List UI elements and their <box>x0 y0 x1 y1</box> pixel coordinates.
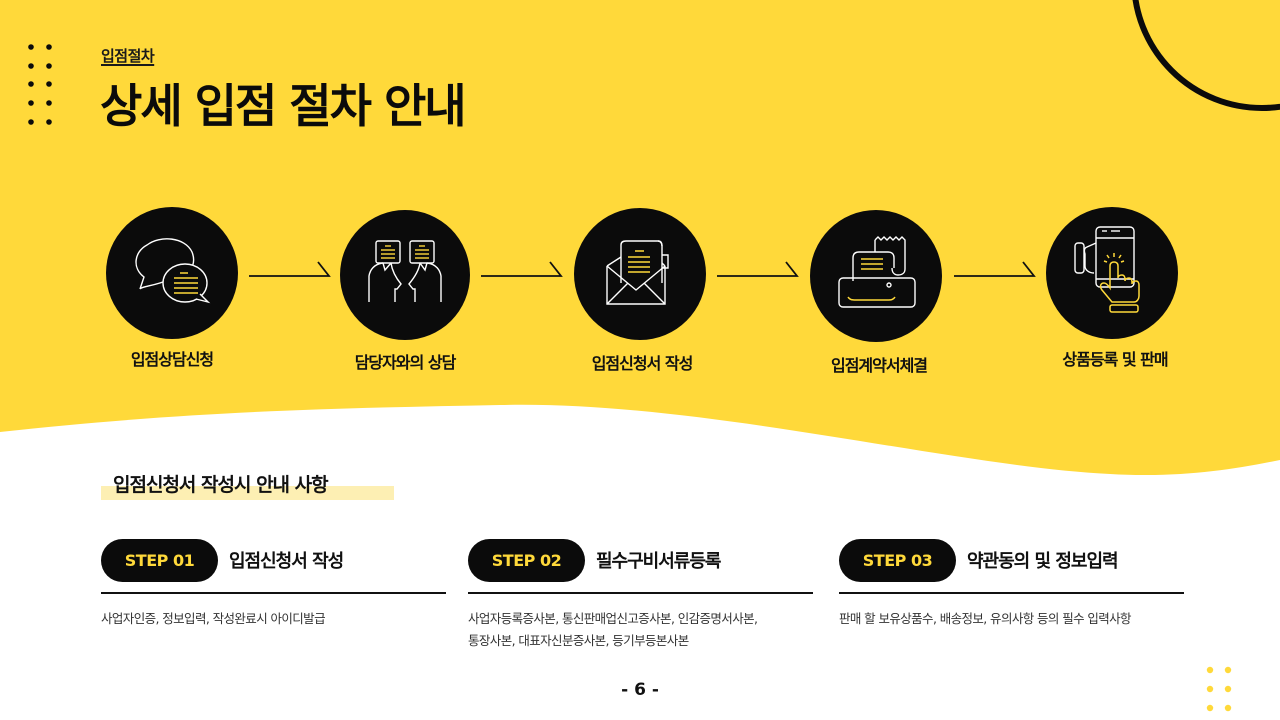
decorative-ring <box>1132 0 1280 111</box>
printer-receipt-icon <box>810 210 942 342</box>
step-card-title: 필수구비서류등록 <box>596 551 721 572</box>
dot-grid-right <box>1206 666 1232 712</box>
two-people-talking-icon <box>340 210 470 340</box>
description-line: 판매 할 보유상품수, 배송정보, 유의사항 등의 필수 입력사항 <box>839 611 1132 626</box>
description-line: 사업자인증, 정보입력, 작성완료시 아이디발급 <box>101 611 326 626</box>
page-number: - 6 - <box>621 680 659 700</box>
section-heading: 입점신청서 작성시 안내 사항 <box>101 470 394 500</box>
section-heading-text: 입점신청서 작성시 안내 사항 <box>113 474 329 496</box>
process-step-label-5: 상품등록 및 판매 <box>1062 350 1168 369</box>
envelope-document-icon <box>574 208 706 340</box>
divider <box>839 592 1184 594</box>
step-card-title: 약관동의 및 정보입력 <box>967 551 1119 572</box>
step-card-title: 입점신청서 작성 <box>229 551 344 572</box>
step-card-3: STEP 03 약관동의 및 정보입력 판매 할 보유상품수, 배송정보, 유의… <box>839 538 1184 630</box>
step-card-description: 판매 할 보유상품수, 배송정보, 유의사항 등의 필수 입력사항 <box>839 608 1184 630</box>
step-badge: STEP 01 <box>101 538 218 582</box>
process-step-label-2: 담당자와의 상담 <box>354 353 457 372</box>
dot-grid-left <box>28 44 52 125</box>
step-card-1: STEP 01 입점신청서 작성 사업자인증, 정보입력, 작성완료시 아이디발… <box>101 538 446 630</box>
step-card-description: 사업자인증, 정보입력, 작성완료시 아이디발급 <box>101 608 446 630</box>
breadcrumb-eyebrow: 입점절차 <box>101 47 155 65</box>
step-card-2: STEP 02 필수구비서류등록 사업자등록증사본, 통신판매업신고증사본, 인… <box>468 538 813 652</box>
step-card-description: 사업자등록증사본, 통신판매업신고증사본, 인감증명서사본, 통장사본, 대표자… <box>468 608 813 652</box>
process-step-label-3: 입점신청서 작성 <box>591 354 694 373</box>
step-badge: STEP 02 <box>468 538 585 582</box>
divider <box>468 592 813 594</box>
process-step-label-1: 입점상담신청 <box>130 350 214 369</box>
divider <box>101 592 446 594</box>
process-step-label-4: 입점계약서체결 <box>830 356 928 375</box>
page-title: 상세 입점 절차 안내 <box>100 79 467 133</box>
section-heading-highlight <box>101 486 394 500</box>
step-badge: STEP 03 <box>839 538 956 582</box>
arrow-right-icon <box>249 261 1036 277</box>
description-line: 통장사본, 대표자신분증사본, 등기부등본사본 <box>468 633 689 648</box>
description-line: 사업자등록증사본, 통신판매업신고증사본, 인감증명서사본, <box>468 611 758 626</box>
chat-bubbles-icon <box>106 207 238 339</box>
hand-tap-phone-icon <box>1046 207 1178 339</box>
